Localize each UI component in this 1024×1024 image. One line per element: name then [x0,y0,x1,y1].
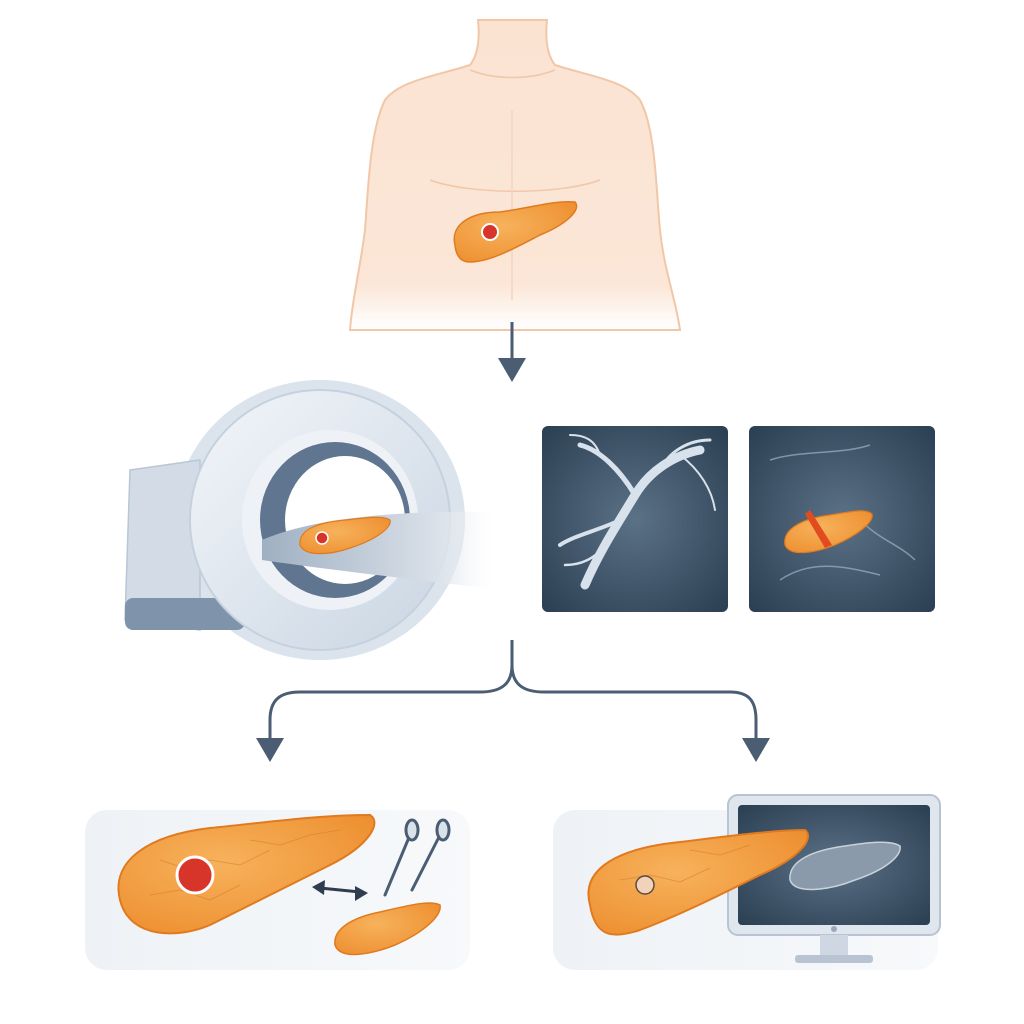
arrow-scanner-branch [256,640,770,762]
tumor-icon [635,875,655,895]
double-arrow-icon [312,880,368,901]
ct-scan-pancreas [749,426,935,612]
tumor-icon [175,855,215,895]
patient-torso [348,19,682,331]
arrow-torso-to-scanner [498,322,526,382]
ct-scan-vessels [542,426,728,612]
pancreas-icon [299,516,391,555]
tumor-icon [481,223,499,241]
image-guided-procedure [553,794,941,970]
surgical-instrument-icon [383,818,451,897]
tumor-icon [315,531,329,545]
surgical-resection [85,810,470,970]
torso-body [348,19,682,331]
ct-scanner [124,380,500,660]
pancreas-icon [453,200,578,263]
